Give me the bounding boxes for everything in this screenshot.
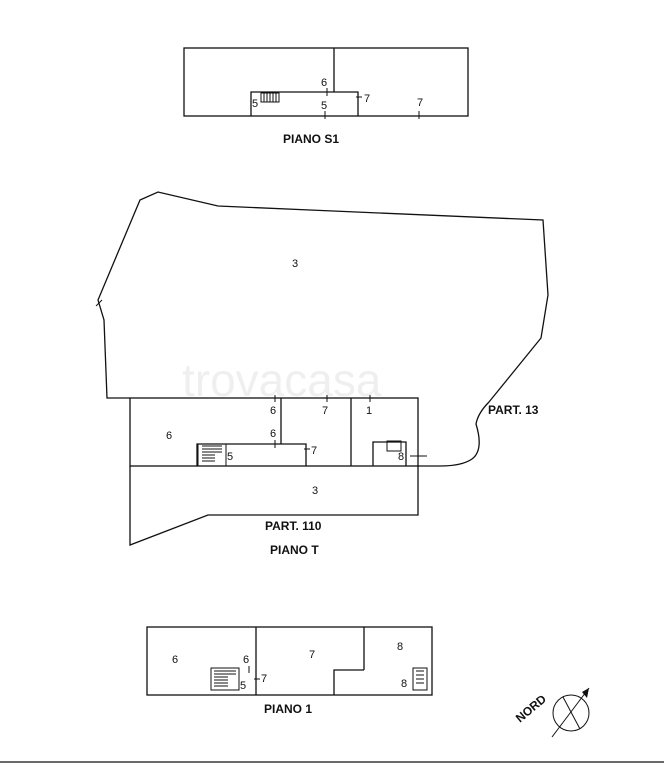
t-label-6c: 6 bbox=[270, 428, 276, 440]
p1-title: PIANO 1 bbox=[264, 702, 312, 716]
t-parcel-13: PART. 13 bbox=[488, 403, 539, 417]
p1-stair-small bbox=[412, 667, 428, 691]
t-lot-outline bbox=[97, 191, 549, 467]
p1-label-8a: 8 bbox=[397, 641, 403, 653]
t-stair-room bbox=[196, 443, 307, 466]
s1-label-5a: 5 bbox=[252, 98, 258, 110]
t-lot-mark bbox=[95, 299, 103, 307]
t-label-5: 5 bbox=[227, 451, 233, 463]
t-stair-small bbox=[386, 440, 402, 452]
p1-label-6a: 6 bbox=[172, 654, 178, 666]
p1-wall bbox=[333, 669, 364, 695]
t-building bbox=[129, 397, 419, 467]
compass-label: NORD bbox=[513, 692, 549, 726]
floor-p1: 6 6 7 5 7 8 8 PIANO 1 bbox=[146, 626, 433, 716]
t-stair bbox=[197, 443, 227, 467]
s1-stair-treads bbox=[263, 93, 277, 102]
t-label-7b: 7 bbox=[311, 445, 317, 457]
t-label-1: 1 bbox=[366, 405, 372, 417]
t-label-7a: 7 bbox=[322, 405, 328, 417]
s1-outline bbox=[183, 47, 469, 117]
p1-stair-treads bbox=[214, 670, 236, 687]
p1-label-7a: 7 bbox=[309, 649, 315, 661]
p1-outline bbox=[146, 626, 433, 696]
t-lower-lot bbox=[129, 466, 419, 546]
t-label-8: 8 bbox=[398, 451, 404, 463]
s1-title: PIANO S1 bbox=[283, 132, 339, 146]
watermark: trovacasa bbox=[182, 354, 382, 406]
north-arrow: NORD bbox=[513, 687, 590, 738]
t-parcel-110: PART. 110 bbox=[265, 519, 322, 533]
s1-label-6: 6 bbox=[321, 77, 327, 89]
p1-stair-small-treads bbox=[416, 670, 424, 684]
t-room-8 bbox=[372, 441, 407, 466]
t-stair-treads bbox=[202, 445, 222, 462]
p1-label-5: 5 bbox=[240, 680, 246, 692]
compass-circle bbox=[552, 694, 590, 732]
floor-t: 3 6 7 1 6 6 5 7 8 3 PART. 13 PART. 110 P… bbox=[95, 191, 549, 557]
s1-label-7b: 7 bbox=[417, 97, 423, 109]
t-label-6a: 6 bbox=[270, 405, 276, 417]
t-label-3-bottom: 3 bbox=[312, 485, 318, 497]
p1-stair bbox=[210, 667, 240, 691]
compass-arrowhead bbox=[582, 688, 589, 698]
compass-needle bbox=[551, 687, 590, 738]
p1-label-6b: 6 bbox=[243, 654, 249, 666]
compass-cross bbox=[562, 696, 581, 730]
t-label-3-top: 3 bbox=[292, 258, 298, 270]
t-label-6b: 6 bbox=[166, 430, 172, 442]
floor-s1: 6 5 5 7 7 PIANO S1 bbox=[183, 47, 469, 146]
p1-label-7b: 7 bbox=[261, 673, 267, 685]
t-title: PIANO T bbox=[270, 543, 319, 557]
p1-label-8b: 8 bbox=[401, 678, 407, 690]
s1-stair-room bbox=[250, 91, 359, 116]
s1-label-5b: 5 bbox=[321, 100, 327, 112]
s1-label-7a: 7 bbox=[364, 93, 370, 105]
